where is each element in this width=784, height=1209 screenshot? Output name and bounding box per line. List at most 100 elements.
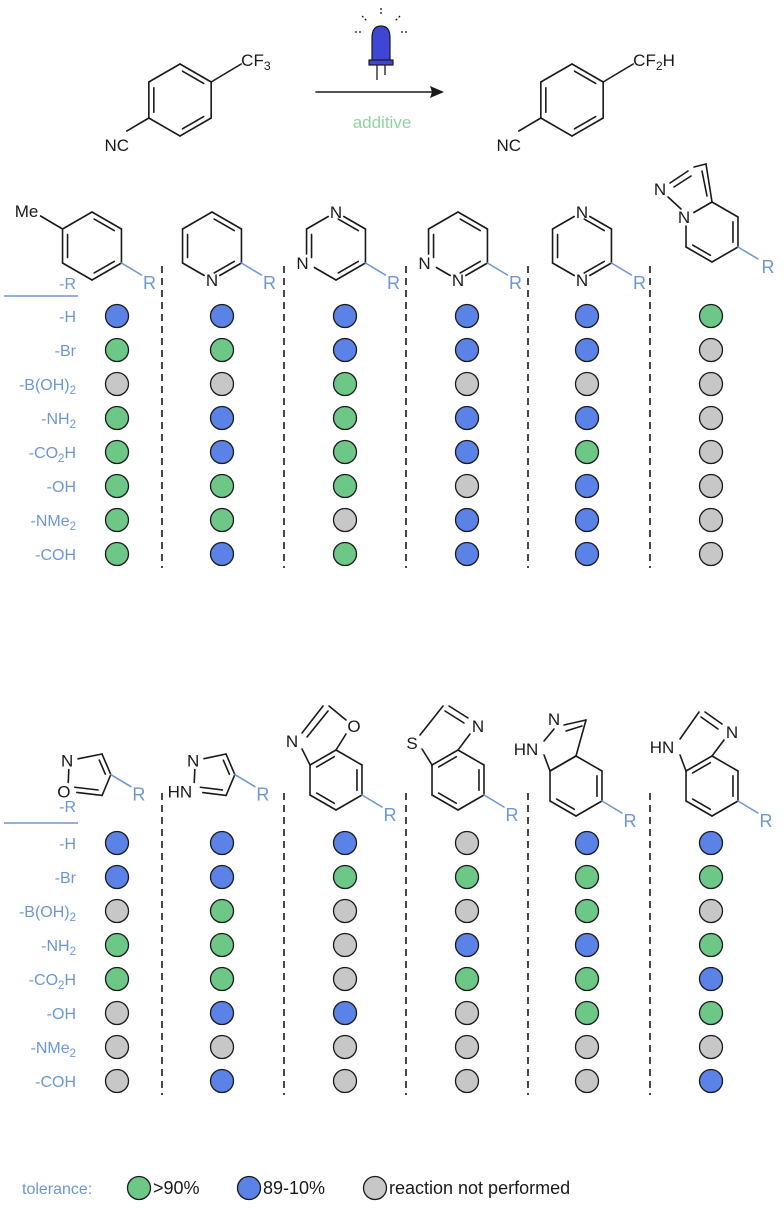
double-bond [583, 260, 606, 274]
top-panel-row-label: -NH2​ [41, 411, 76, 431]
bottom-panel-tolerance-dot [332, 898, 358, 924]
top-panel-tolerance-dot [104, 507, 130, 533]
top-panel-row-label: -Br [55, 343, 77, 360]
heteroatom-hn: HN [168, 782, 193, 801]
r-group-label: R [143, 273, 156, 293]
ring-bond [67, 768, 70, 784]
double-bond [437, 792, 458, 805]
top-panel-tolerance-dot [574, 541, 600, 567]
double-bond [555, 798, 576, 811]
ring-bond [181, 211, 213, 230]
r-group-label: R [759, 811, 772, 831]
r-group-label: R [761, 257, 774, 277]
ring-bond [711, 246, 739, 263]
heteroatom-n: N [576, 203, 588, 222]
ring-bond [679, 711, 700, 740]
top-panel-tolerance-dot [574, 507, 600, 533]
bottom-panel-tolerance-dot [209, 830, 235, 856]
heteroatom-n: N [206, 271, 218, 290]
reactant-ring-bond [179, 63, 212, 83]
heteroatom-hn: HN [650, 738, 675, 757]
heteroatom-o: O [347, 717, 360, 736]
top-panel-row-label: -NMe2​ [30, 513, 76, 533]
ring-bond [301, 748, 311, 766]
ring-bond [76, 791, 103, 797]
reactant-ring-bond [148, 63, 181, 83]
bottom-panel-tolerance-dot [104, 898, 130, 924]
ring-bond [203, 753, 227, 760]
bottom-panel-row-label: -B(OH)2​ [19, 904, 76, 924]
ring-bond [419, 705, 444, 736]
arrow-head [430, 86, 444, 98]
legend-swatch-green [126, 1175, 152, 1201]
double-bond [181, 70, 205, 85]
bottom-panel-tolerance-dot [104, 1000, 130, 1026]
ring-bond [705, 163, 713, 203]
cf3-bond [210, 63, 242, 83]
product-ring-bond [540, 63, 573, 83]
double-bond [701, 170, 708, 197]
bottom-panel-tolerance-dot [209, 864, 235, 890]
bottom-panel-tolerance-dot [698, 1034, 724, 1060]
top-panel-tolerance-dot [574, 303, 600, 329]
double-bond [98, 759, 107, 775]
ring-bond [342, 215, 367, 230]
r-group-label: R [633, 273, 646, 293]
ring-bond [225, 773, 236, 797]
heteroatom-hn: HN [514, 740, 539, 759]
r-group-label: R [387, 273, 400, 293]
top-panel-tolerance-dot [454, 337, 480, 363]
product-ring-bond [571, 117, 604, 137]
top-panel-tolerance-dot [454, 303, 480, 329]
ring-bond [457, 211, 489, 230]
legend-label: >90% [153, 1178, 200, 1198]
ring-bond [335, 794, 363, 811]
ring-bond [431, 749, 459, 766]
nc-bond [126, 117, 150, 132]
heteroatom-n: N [472, 717, 484, 736]
top-panel-tolerance-dot [574, 405, 600, 431]
bottom-panel-tolerance-dot [698, 898, 724, 924]
bottom-panel-tolerance-dot [104, 864, 130, 890]
ring-bond [61, 262, 93, 281]
ring-bond [588, 215, 613, 230]
ring-bond [464, 262, 489, 277]
double-bond [691, 244, 712, 257]
ring-bond [457, 749, 485, 766]
product-cf2h-label: CF2​H [633, 51, 675, 73]
ring-bond [575, 755, 603, 772]
top-panel-tolerance-dot [209, 303, 235, 329]
bottom-panel-tolerance-dot [454, 1068, 480, 1094]
bottom-panel-tolerance-dot [454, 1000, 480, 1026]
r-bond [610, 262, 633, 276]
bottom-panel-tolerance-dot [574, 864, 600, 890]
bottom-panel-tolerance-dot [209, 898, 235, 924]
double-bond [337, 260, 360, 274]
legend-swatch-gray [362, 1175, 388, 1201]
ring-bond [667, 196, 682, 210]
bottom-panel-tolerance-dot [332, 864, 358, 890]
r-group-label: R [132, 785, 145, 805]
top-panel-tolerance-dot [104, 371, 130, 397]
top-panel-tolerance-dot [698, 439, 724, 465]
heteroatom-o: O [57, 782, 70, 801]
bottom-panel-tolerance-dot [454, 966, 480, 992]
r-group-label: R [263, 273, 276, 293]
ring-bond [211, 211, 243, 230]
top-panel-tolerance-dot [104, 541, 130, 567]
bottom-panel-tolerance-dot [574, 1068, 600, 1094]
ring-bond [91, 262, 123, 281]
top-panel-tolerance-dot [209, 473, 235, 499]
ring-bond [685, 246, 713, 263]
double-bond [315, 792, 336, 805]
cf2h-bond [602, 63, 634, 83]
top-panel-tolerance-dot [332, 473, 358, 499]
bottom-panel-tolerance-dot [574, 830, 600, 856]
ring-bond [457, 733, 471, 751]
bottom-panel-tolerance-dot [209, 1068, 235, 1094]
top-panel-tolerance-dot [698, 303, 724, 329]
bottom-panel-tolerance-dot [454, 830, 480, 856]
ring-bond [711, 800, 739, 817]
r-bond [240, 262, 263, 276]
double-bond [199, 786, 224, 791]
